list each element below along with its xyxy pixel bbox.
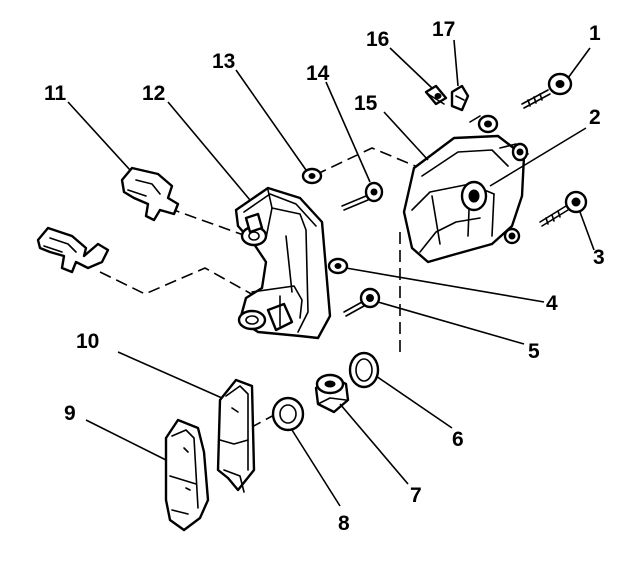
lower-pad-clip <box>36 226 110 274</box>
bolt-3 <box>539 190 588 227</box>
callout-8: 8 <box>338 512 350 535</box>
callout-9: 9 <box>64 402 76 425</box>
assembly-line-clip-11 <box>167 207 253 239</box>
bleeder-valve-16 <box>424 84 448 106</box>
bolt-1 <box>521 72 573 109</box>
leader-12 <box>167 101 251 201</box>
leader-4 <box>345 267 545 303</box>
callout-14: 14 <box>306 62 330 85</box>
callout-5: 5 <box>528 340 540 363</box>
callout-7: 7 <box>410 484 422 507</box>
callout-17: 17 <box>432 18 455 41</box>
bleeder-cap-17 <box>450 84 470 112</box>
leader-2 <box>489 127 587 187</box>
callout-12: 12 <box>142 82 165 105</box>
washer-13 <box>301 167 323 185</box>
leader-16 <box>389 47 433 89</box>
bolt-5 <box>343 287 381 317</box>
leader-10 <box>117 351 223 399</box>
callout-15: 15 <box>354 92 378 115</box>
outer-brake-pad-9 <box>164 418 210 532</box>
callout-11: 11 <box>44 82 67 105</box>
callout-labels: 1 2 3 4 5 6 7 8 9 10 11 12 13 14 15 16 1… <box>44 18 605 535</box>
assembly-line-bolt-13 <box>314 147 421 176</box>
callout-10: 10 <box>76 330 99 353</box>
caliper-housing <box>402 114 529 264</box>
leader-14 <box>325 81 371 183</box>
assembly-line-clip-lower <box>99 267 256 297</box>
piston-7 <box>314 373 350 414</box>
caliper-bracket <box>234 186 332 340</box>
leader-6 <box>375 375 453 429</box>
callout-6: 6 <box>452 428 464 451</box>
callout-13: 13 <box>212 50 235 73</box>
upper-pad-clip <box>120 166 180 222</box>
leader-9 <box>85 419 167 461</box>
callout-4: 4 <box>546 292 558 315</box>
assembly-line-pad <box>249 413 277 429</box>
leader-11 <box>67 101 131 171</box>
leader-13 <box>235 69 307 171</box>
leader-1 <box>567 47 591 79</box>
leader-lines <box>67 39 595 507</box>
leader-7 <box>339 403 409 485</box>
leader-17 <box>453 39 459 87</box>
bolt-14 <box>341 181 384 211</box>
callout-1: 1 <box>589 22 601 45</box>
leader-5 <box>377 301 525 345</box>
callout-2: 2 <box>589 106 601 129</box>
piston-boot-6 <box>348 351 380 389</box>
leader-3 <box>579 211 595 251</box>
callout-3: 3 <box>593 246 605 269</box>
callout-16: 16 <box>366 28 389 51</box>
leader-15 <box>383 111 429 161</box>
leader-8 <box>291 429 341 507</box>
inner-brake-pad-10 <box>216 378 256 493</box>
piston-seal-8 <box>271 396 305 432</box>
washer-4 <box>327 257 349 275</box>
